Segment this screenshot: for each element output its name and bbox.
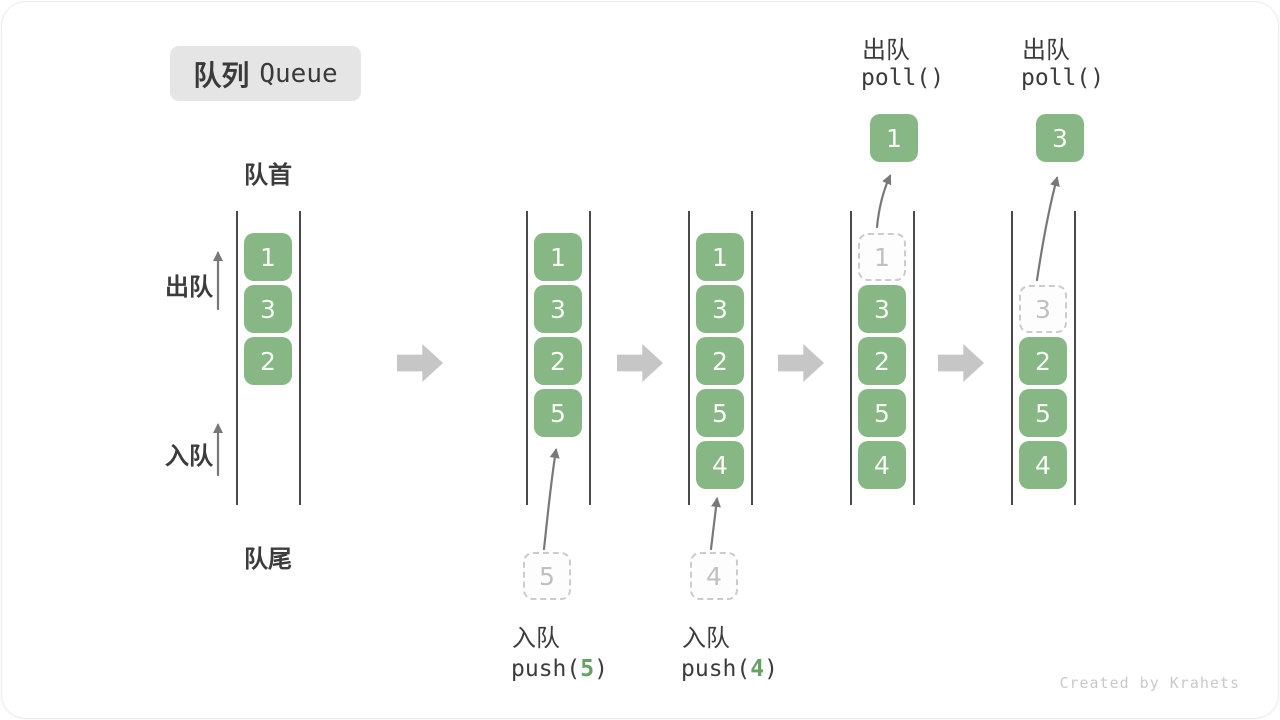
queue-box: 2 — [696, 337, 744, 385]
dequeue-op-label: 出队 — [1022, 37, 1070, 64]
dequeued-element-box: 3 — [1036, 114, 1084, 162]
removed-element-box: 3 — [1019, 285, 1067, 333]
code-fn: push( — [511, 656, 581, 682]
enqueue-op-label: 入队 — [512, 625, 560, 652]
code-close: ) — [594, 656, 608, 682]
code-arg: 4 — [750, 656, 765, 682]
title-english: Queue — [259, 58, 338, 89]
channel-line — [850, 211, 852, 505]
queue-box: 2 — [534, 337, 582, 385]
poll2-code: poll() — [1021, 65, 1105, 91]
queue-box: 1 — [534, 233, 582, 281]
label-dequeue-side: 出队 — [165, 274, 213, 301]
push5-code: push(5) — [511, 656, 608, 682]
queue-box: 1 — [244, 233, 292, 281]
channel-line — [589, 211, 591, 505]
label-enqueue-side: 入队 — [165, 443, 213, 470]
queue-box: 4 — [858, 441, 906, 489]
code-close: ) — [764, 656, 778, 682]
incoming-element-box: 5 — [523, 552, 571, 600]
label-queue-front: 队首 — [244, 162, 292, 189]
label-queue-rear: 队尾 — [244, 546, 292, 573]
channel-line — [1074, 211, 1076, 505]
queue-box: 3 — [858, 285, 906, 333]
enqueue-op-label: 入队 — [682, 625, 730, 652]
title-chinese: 队列 — [193, 59, 250, 91]
queue-box: 1 — [696, 233, 744, 281]
queue-box: 4 — [696, 441, 744, 489]
dequeue-op-label: 出队 — [862, 37, 910, 64]
queue-box: 5 — [696, 389, 744, 437]
push4-code: push(4) — [681, 656, 778, 682]
channel-line — [1011, 211, 1013, 505]
channel-line — [299, 211, 301, 505]
channel-line — [751, 211, 753, 505]
title-badge: 队列 Queue — [170, 46, 361, 101]
queue-box: 3 — [534, 285, 582, 333]
queue-box: 2 — [1019, 337, 1067, 385]
code-fn: push( — [681, 656, 751, 682]
queue-box: 4 — [1019, 441, 1067, 489]
channel-line — [913, 211, 915, 505]
queue-box: 3 — [244, 285, 292, 333]
queue-box: 5 — [1019, 389, 1067, 437]
poll1-code: poll() — [861, 65, 945, 91]
queue-box: 5 — [858, 389, 906, 437]
queue-box: 2 — [858, 337, 906, 385]
dequeued-element-box: 1 — [870, 114, 918, 162]
code-arg: 5 — [580, 656, 595, 682]
channel-line — [236, 211, 238, 505]
watermark: Created by Krahets — [1059, 674, 1240, 692]
incoming-element-box: 4 — [690, 552, 738, 600]
queue-box: 5 — [534, 389, 582, 437]
queue-box: 2 — [244, 337, 292, 385]
channel-line — [526, 211, 528, 505]
removed-element-box: 1 — [858, 233, 906, 281]
channel-line — [688, 211, 690, 505]
queue-box: 3 — [696, 285, 744, 333]
